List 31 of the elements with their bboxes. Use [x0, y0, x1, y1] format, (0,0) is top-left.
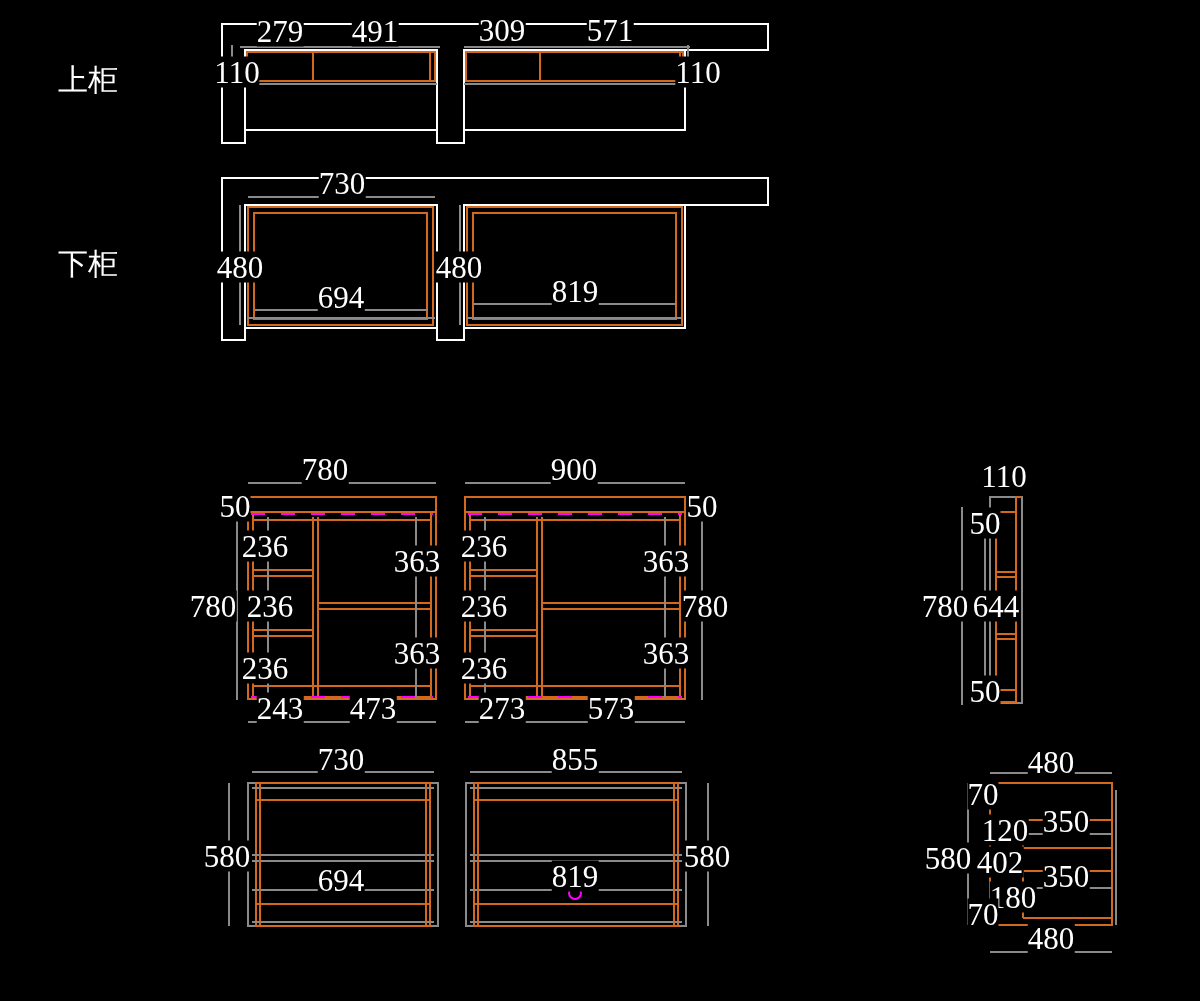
dimension-label: 480 [1027, 922, 1075, 954]
dimension-label: 480 [216, 251, 264, 283]
dimension-label: 236 [460, 590, 508, 622]
dimension-label: 780 [189, 590, 237, 622]
dimension-label: 580 [203, 840, 251, 872]
dimension-label: 819 [551, 860, 599, 892]
dimension-label: 363 [393, 545, 441, 577]
dimension-label: 50 [969, 675, 1001, 707]
dimension-label: 236 [241, 530, 289, 562]
dimension-label: 273 [478, 692, 526, 724]
dimension-label: 780 [921, 590, 969, 622]
view-label: 下柜 [58, 249, 118, 279]
dimension-label: 236 [460, 530, 508, 562]
dimension-label: 363 [393, 637, 441, 669]
dimension-label: 110 [214, 56, 260, 88]
dimension-label: 236 [246, 590, 294, 622]
dimension-label: 363 [642, 637, 690, 669]
dimension-label: 780 [681, 590, 729, 622]
dimension-label: 580 [924, 842, 972, 874]
dimension-label: 363 [642, 545, 690, 577]
dimension-label: 243 [256, 692, 304, 724]
dimension-label: 120 [981, 814, 1029, 846]
dimension-label: 236 [460, 652, 508, 684]
dimension-label: 50 [969, 507, 1001, 539]
dimension-label: 110 [675, 56, 721, 88]
dimension-label: 644 [972, 590, 1020, 622]
dimension-label: 480 [435, 251, 483, 283]
dimension-label: 580 [683, 840, 731, 872]
view-label: 上柜 [58, 65, 118, 95]
dimension-label: 402 [976, 846, 1024, 878]
dimension-label: 236 [241, 652, 289, 684]
